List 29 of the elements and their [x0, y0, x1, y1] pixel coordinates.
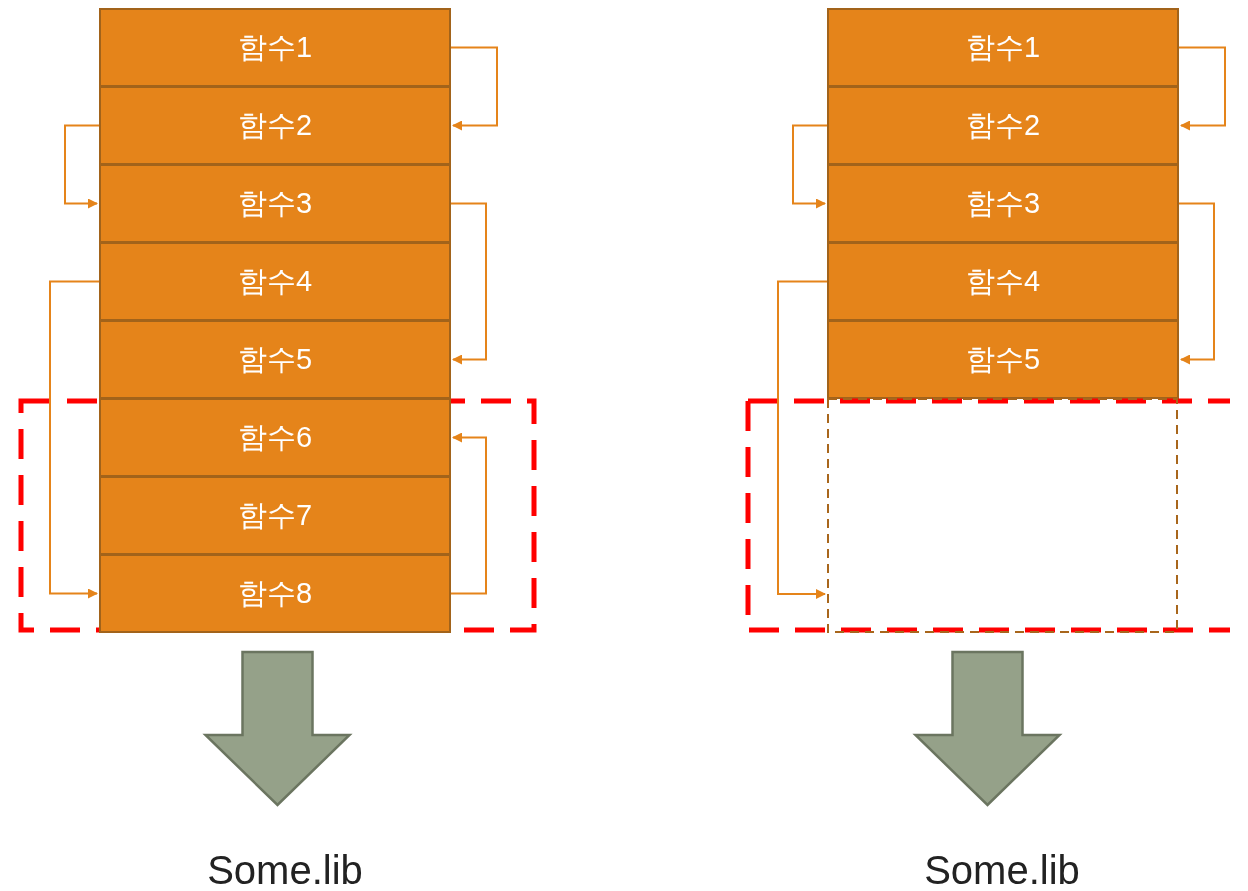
function-box: 함수7: [99, 476, 451, 555]
block-arrow: [912, 650, 1063, 807]
function-box: 함수3: [99, 164, 451, 243]
function-box: 함수5: [827, 320, 1179, 399]
connector-arrow: [64, 124, 100, 209]
output-label: Some.lib: [185, 848, 385, 891]
function-box: 함수1: [827, 8, 1179, 87]
connector-arrow: [1178, 202, 1215, 365]
function-box: 함수8: [99, 554, 451, 633]
connector-arrow: [450, 46, 498, 131]
function-box: 함수5: [99, 320, 451, 399]
connector-arrow: [450, 202, 487, 365]
block-arrow: [202, 650, 353, 807]
empty-box: [827, 398, 1178, 633]
connector-arrow: [777, 280, 828, 599]
connector-arrow: [792, 124, 828, 209]
function-box: 함수3: [827, 164, 1179, 243]
function-box: 함수4: [827, 242, 1179, 321]
connector-arrow: [49, 280, 100, 599]
function-box: 함수4: [99, 242, 451, 321]
dashed-group-box: [745, 398, 1230, 633]
function-box: 함수6: [99, 398, 451, 477]
connector-arrow: [1178, 46, 1226, 131]
function-box: 함수1: [99, 8, 451, 87]
dashed-group-box: [18, 398, 537, 633]
output-label: Some.lib: [902, 848, 1102, 891]
function-box: 함수2: [827, 86, 1179, 165]
function-box: 함수2: [99, 86, 451, 165]
connector-arrow: [450, 432, 487, 595]
